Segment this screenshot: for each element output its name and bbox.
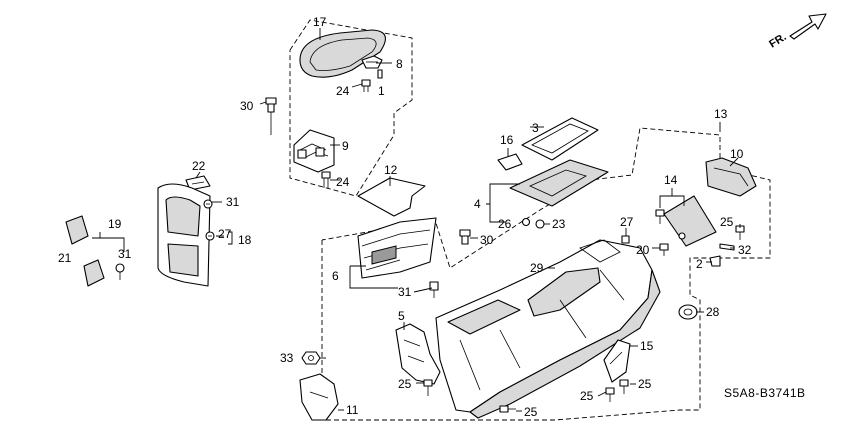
callout-31: 31 [226,195,240,209]
callout-30: 30 [480,233,494,247]
callout-11: 11 [346,403,359,417]
callout-29: 29 [530,261,544,275]
bolt-icon [459,229,471,245]
callout-25: 25 [720,215,734,229]
part-grommet [678,304,698,320]
callout-3: 3 [532,121,539,135]
part-indicator-panel [509,159,609,207]
callout-27: 27 [620,215,634,229]
callout-labels: 17 8 24 1 30 9 24 12 22 31 27 18 19 21 3… [58,15,752,419]
part-rear-panel [705,157,757,197]
arrow-icon [789,13,827,40]
callout-31: 31 [118,247,132,261]
clip-icon [621,235,630,244]
bolt-icon [429,281,439,298]
bolt-icon [655,209,665,224]
callout-18: 18 [238,233,252,247]
part-console-pad [357,177,426,217]
callout-25: 25 [638,377,652,391]
callout-2: 2 [696,257,703,271]
bolt-icon [605,387,615,402]
callout-20: 20 [636,243,650,257]
callout-21: 21 [58,251,72,265]
part-trim-16 [497,153,523,171]
callout-15: 15 [640,339,654,353]
armrest-group-boundary [289,19,413,197]
bolt-icon [659,243,669,256]
callout-27: 27 [218,227,232,241]
callout-5: 5 [398,309,405,323]
callout-25: 25 [580,389,594,403]
callout-25: 25 [398,377,412,391]
part-bracket-15 [603,339,631,383]
console-group-boundary [321,127,771,421]
callout-10: 10 [730,147,744,161]
bolt-icon [499,405,516,413]
callout-23: 23 [552,217,566,231]
callout-17: 17 [313,15,327,29]
callout-33: 33 [280,351,294,365]
part-cover-19 [83,259,105,287]
callout-14: 14 [664,173,678,187]
callout-16: 16 [500,133,514,147]
part-center-console [435,239,661,419]
callout-19: 19 [108,217,122,231]
bolt-icon [265,97,277,135]
callout-24: 24 [336,175,350,189]
callout-6: 6 [332,269,339,283]
callout-4: 4 [474,197,481,211]
part-bracket-11 [299,373,339,421]
bolt-icon [423,379,433,396]
clip-icon [521,217,531,227]
bolt-icon [361,79,371,92]
callout-32: 32 [738,243,752,257]
callout-24: 24 [336,84,350,98]
screw-icon [203,199,213,209]
callout-13: 13 [714,107,728,121]
part-shift-bezel [521,117,599,161]
part-pin [377,69,383,79]
bolt-icon [321,171,331,188]
clip-icon [709,255,721,267]
diagram-part-code: S5A8-B3741B [724,386,806,400]
part-mount-bracket-5 [395,323,441,385]
front-direction-arrow: FR. [767,13,827,51]
callout-26: 26 [498,217,512,231]
nut-icon [535,219,545,229]
callout-22: 22 [192,159,206,173]
callout-30: 30 [240,99,254,113]
callout-28: 28 [706,305,720,319]
part-cup-holder [357,217,437,279]
callout-9: 9 [342,139,349,153]
bolt-icon [619,379,629,394]
part-hinge-bracket [293,129,335,173]
part-armrest-lid [299,29,386,78]
screw-icon [115,263,125,280]
callout-12: 12 [384,163,398,177]
nut-icon [301,351,321,365]
callout-1: 1 [378,84,385,98]
callout-31: 31 [398,285,412,299]
part-small-lid [663,195,717,247]
part-cover-21 [65,215,89,245]
callout-25: 25 [524,405,538,419]
callout-8: 8 [396,57,403,71]
front-direction-label: FR. [767,31,788,51]
screw-icon [719,243,735,251]
part-latch [361,55,383,69]
screw-icon [205,231,215,241]
part-side-panel [157,183,211,287]
bolt-icon [735,225,745,240]
leader-lines [92,28,741,412]
